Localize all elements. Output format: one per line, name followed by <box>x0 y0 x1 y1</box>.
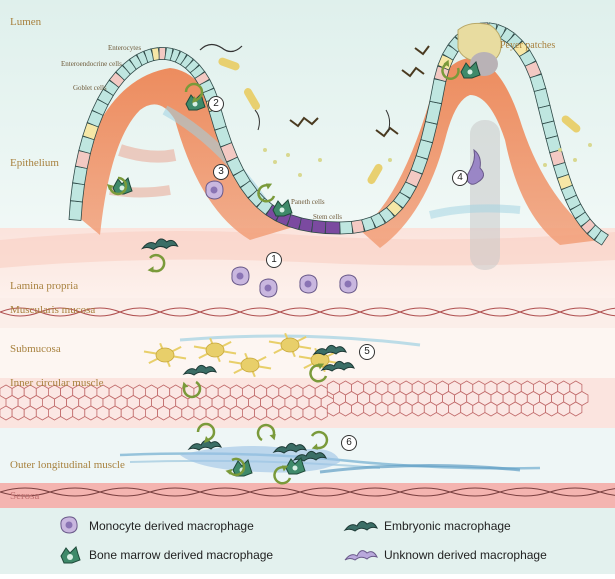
goblet-label: Goblet cells <box>73 84 107 92</box>
marker-4: 4 <box>452 170 468 186</box>
inner-circular-muscle-honeycomb <box>0 380 589 421</box>
legend-monocyte-label: Monocyte derived macrophage <box>89 519 254 533</box>
peyer-label: Peyer patches <box>500 40 556 51</box>
marker-1: 1 <box>266 252 282 268</box>
legend-embryonic-label: Embryonic macrophage <box>384 519 511 533</box>
capillary-right <box>429 204 521 219</box>
enteroendocrine-label: Enteroendocrine cells <box>61 60 122 68</box>
submucosa-neurons <box>143 332 342 378</box>
inner-circular-muscle-label: Inner circular muscle <box>10 377 104 389</box>
serosa-lines <box>0 487 615 497</box>
serosa-label: Serosa <box>10 490 40 502</box>
legend-bone-marrow-label: Bone marrow derived macrophage <box>89 548 274 562</box>
marker-3: 3 <box>213 164 229 180</box>
submucosa-label: Submucosa <box>10 343 61 355</box>
muscularis-mucosa-region <box>0 298 615 328</box>
unknown-derived-icon <box>344 550 378 561</box>
embryonic-icon <box>343 520 378 532</box>
muscularis-mucosa-label: Muscularis mucosa <box>10 304 96 316</box>
bone-marrow-icon <box>60 546 81 564</box>
left-villus-core <box>70 68 300 240</box>
submucosa-fiber <box>179 334 421 347</box>
macrophages <box>107 59 484 485</box>
legend-unknown-label: Unknown derived macrophage <box>384 548 547 562</box>
legend: Monocyte derived macrophage Bone marrow … <box>0 508 615 574</box>
lumen-label: Lumen <box>10 16 42 28</box>
villus-fiber-1 <box>118 144 177 163</box>
right-villus-core <box>360 58 600 248</box>
epithelium-lining <box>68 22 609 246</box>
lamina-propria-label: Lamina propria <box>10 280 79 292</box>
monocyte-icon <box>60 516 78 534</box>
muscularis-mucosa-lines <box>0 307 615 317</box>
lacteal-vessel <box>470 120 500 270</box>
marker-6: 6 <box>341 435 357 451</box>
epithelium-label: Epithelium <box>10 157 59 169</box>
outer-longitudinal-muscle-label: Outer longitudinal muscle <box>10 459 125 471</box>
lumen-bacteria <box>199 43 592 185</box>
marker-2: 2 <box>208 96 224 112</box>
paneth-label: Paneth cells <box>291 198 325 206</box>
lamina-band <box>0 231 615 268</box>
marker-5: 5 <box>359 344 375 360</box>
enterocytes-label: Enterocytes <box>108 44 142 52</box>
peyer-patch <box>457 22 502 63</box>
stem-label: Stem cells <box>313 213 342 221</box>
